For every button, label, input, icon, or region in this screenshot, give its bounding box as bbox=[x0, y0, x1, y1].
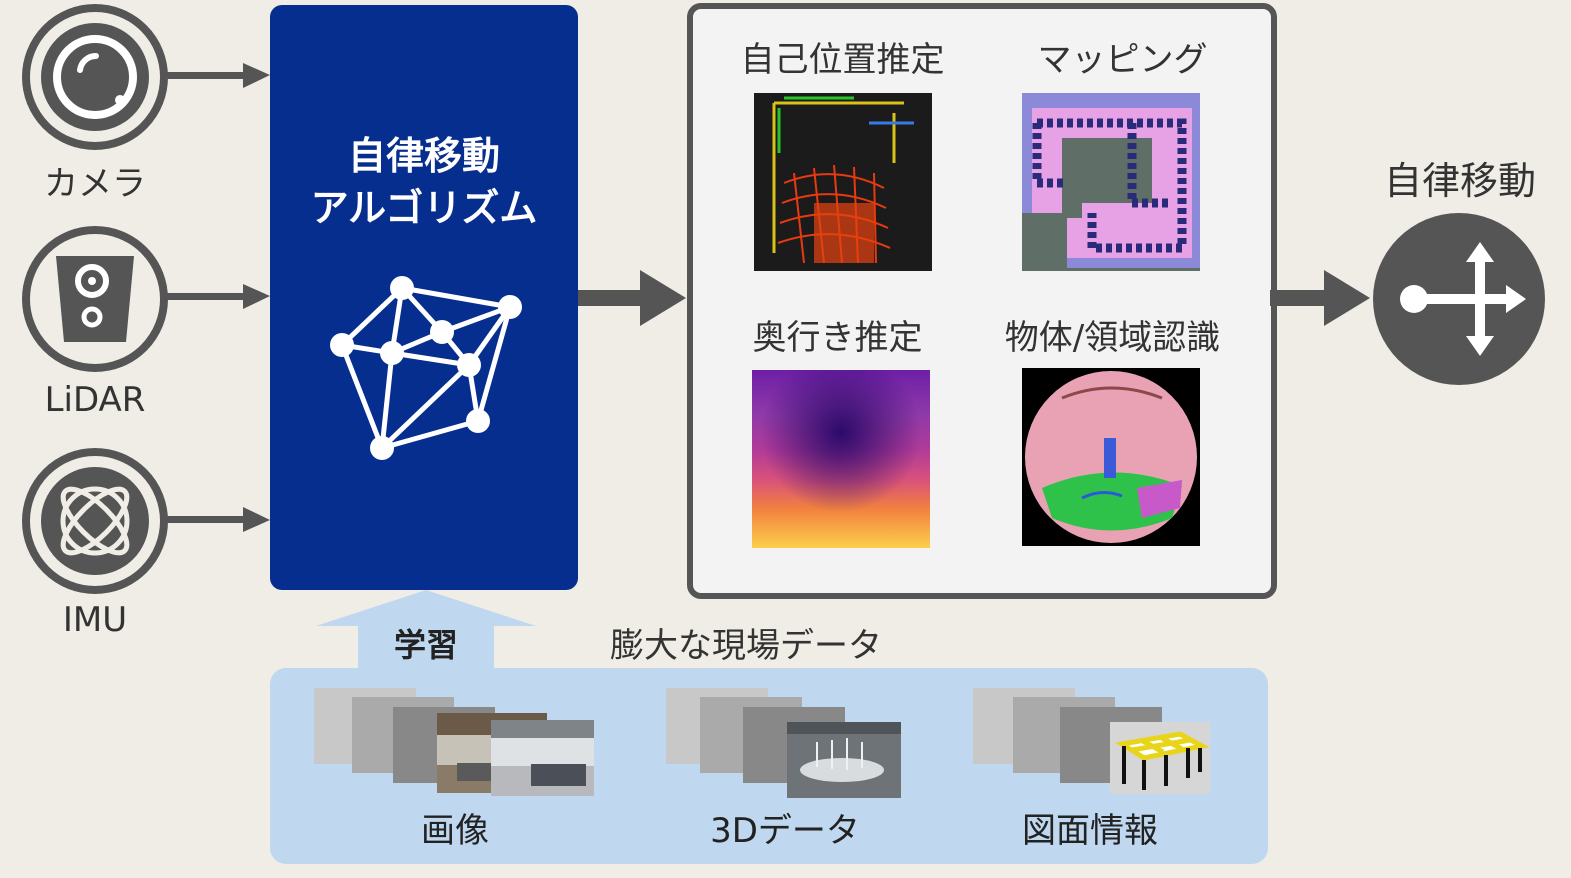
localization-pointcloud-image bbox=[754, 93, 932, 271]
imu-label: IMU bbox=[62, 600, 128, 640]
result-label-mapping: マッピング bbox=[1037, 40, 1208, 80]
lidar-sensor bbox=[20, 224, 170, 374]
result-label-depth: 奥行き推定 bbox=[752, 318, 923, 358]
sensor-arrows bbox=[165, 63, 270, 532]
imu-sensor bbox=[20, 446, 170, 596]
lidar-icon bbox=[22, 226, 168, 372]
imu-gyroscope-icon bbox=[22, 448, 168, 594]
algorithm-box bbox=[270, 5, 578, 590]
dataset-label-images: 画像 bbox=[421, 811, 489, 851]
learning-arrow bbox=[316, 590, 536, 670]
pointcloud-3d-image bbox=[787, 722, 901, 798]
output-label: 自律移動 bbox=[1383, 159, 1536, 203]
result-label-segmentation: 物体/領域認識 bbox=[1004, 318, 1221, 358]
dataset-label-3d: 3Dデータ bbox=[710, 811, 860, 851]
route-branch-icon bbox=[1373, 213, 1545, 385]
camera-icon bbox=[22, 4, 168, 150]
dataset-label-drawings: 図面情報 bbox=[1022, 811, 1158, 851]
depth-map-image bbox=[752, 370, 930, 548]
site-photo-image-2 bbox=[491, 720, 594, 796]
algorithm-title-line2: アルゴリズム bbox=[310, 186, 538, 230]
building-frame-icon bbox=[1110, 722, 1210, 794]
algorithm-title-line1: 自律移動 bbox=[347, 134, 500, 178]
network-graph-icon bbox=[330, 276, 522, 460]
camera-label: カメラ bbox=[44, 164, 146, 204]
arrow-to-results bbox=[578, 270, 686, 326]
learning-label: 学習 bbox=[393, 626, 458, 664]
lidar-label: LiDAR bbox=[44, 380, 146, 420]
data-caption: 膨大な現場データ bbox=[610, 626, 882, 666]
segmentation-image bbox=[1022, 368, 1200, 546]
algorithm-title: 自律移動 アルゴリズム bbox=[270, 130, 578, 234]
result-label-localization: 自己位置推定 bbox=[740, 40, 945, 80]
arrow-to-output bbox=[1270, 270, 1370, 326]
mapping-image bbox=[1022, 93, 1200, 271]
camera-sensor bbox=[20, 2, 170, 152]
